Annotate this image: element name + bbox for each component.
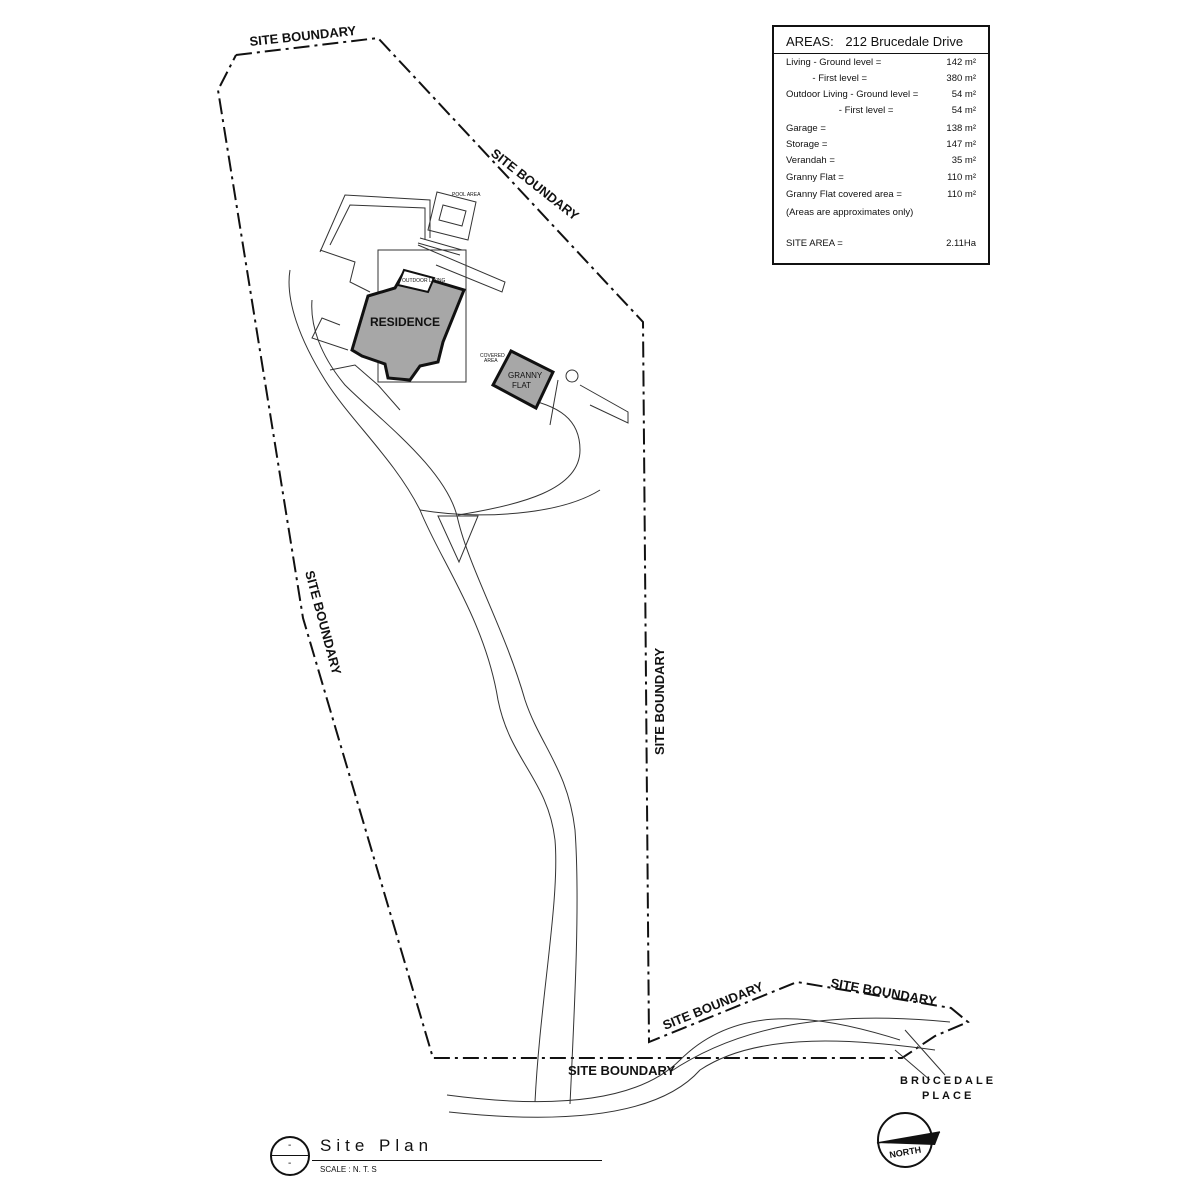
areas-heading: AREAS: xyxy=(786,34,834,49)
areas-row-label: Granny Flat covered area = xyxy=(786,189,902,200)
areas-row: Living - Ground level = 142 m² xyxy=(786,57,976,73)
areas-row: Outdoor Living - Ground level = 54 m² xyxy=(786,89,976,105)
outdoor-living-label: OUTDOOR LIVING xyxy=(402,278,445,284)
areas-row-value: 142 m² xyxy=(946,57,976,68)
granny-flat-label-2: FLAT xyxy=(512,381,531,390)
areas-row-value: 54 m² xyxy=(951,105,976,116)
site-area-row: SITE AREA = 2.11Ha xyxy=(786,238,976,249)
boundary-label-far-right: SITE BOUNDARY xyxy=(829,975,937,1008)
areas-row-label: Granny Flat = xyxy=(786,172,844,183)
site-area-value: 2.11Ha xyxy=(946,238,976,249)
boundary-label-right: SITE BOUNDARY xyxy=(652,648,667,755)
areas-row: Verandah = 35 m² xyxy=(786,155,976,171)
areas-row-value: 380 m² xyxy=(946,73,976,84)
boundary-label-left: SITE BOUNDARY xyxy=(302,569,344,677)
driveway xyxy=(288,269,951,1118)
areas-title-rule xyxy=(774,53,988,54)
areas-row-label: - First level = xyxy=(786,73,868,84)
covered-area-label-2: AREA xyxy=(484,358,498,364)
boundary-label-bottom: SITE BOUNDARY xyxy=(568,1063,675,1078)
areas-row-label: Outdoor Living - Ground level = xyxy=(786,89,919,100)
outdoor-living-area xyxy=(396,268,436,294)
granny-flat-building xyxy=(490,349,555,411)
site-boundary-line xyxy=(216,36,970,1059)
covered-area-label-1: COVERED xyxy=(480,353,505,359)
north-arrow: NORTH xyxy=(876,1112,941,1168)
pool-area xyxy=(417,191,477,256)
title-underline xyxy=(312,1160,602,1161)
areas-row-value: 110 m² xyxy=(947,189,976,200)
areas-row: Granny Flat = 110 m² xyxy=(786,172,976,188)
areas-title: AREAS: 212 Brucedale Drive xyxy=(786,34,963,49)
boundary-label-top: SITE BOUNDARY xyxy=(249,23,357,49)
areas-row-value: 138 m² xyxy=(946,123,976,134)
areas-row-label: - First level = xyxy=(786,105,894,116)
areas-row: - First level = 380 m² xyxy=(786,73,976,89)
residence-building xyxy=(350,270,467,382)
drawing-scale: SCALE : N. T. S xyxy=(320,1165,377,1174)
areas-row-value: 35 m² xyxy=(951,155,976,166)
areas-row: - First level = 54 m² xyxy=(786,105,976,121)
areas-row-label: Living - Ground level = xyxy=(786,57,882,68)
detail-divider xyxy=(272,1155,308,1156)
granny-flat-label-1: GRANNY xyxy=(508,371,543,380)
drawing-title: Site Plan xyxy=(320,1136,434,1155)
areas-row-value: 54 m² xyxy=(951,89,976,100)
detail-reference-circle: - - xyxy=(270,1136,310,1176)
boundary-label-diagonal: SITE BOUNDARY xyxy=(488,146,582,224)
street-name-line-1: BRUCEDALE xyxy=(900,1075,996,1087)
detail-number-top: - xyxy=(288,1140,292,1151)
residence-label: RESIDENCE xyxy=(370,315,440,329)
site-area-label: SITE AREA = xyxy=(786,238,843,249)
areas-note: (Areas are approximates only) xyxy=(786,207,914,218)
areas-row: Storage = 147 m² xyxy=(786,139,976,155)
areas-row-label: Storage = xyxy=(786,139,828,150)
areas-table: AREAS: 212 Brucedale Drive Living - Grou… xyxy=(772,25,990,265)
areas-address: 212 Brucedale Drive xyxy=(845,34,964,49)
areas-row-value: 110 m² xyxy=(947,172,976,183)
residence-site-works xyxy=(311,194,629,426)
areas-row-label: Verandah = xyxy=(786,155,835,166)
areas-row-label: Garage = xyxy=(786,123,826,134)
street-name-line-2: PLACE xyxy=(922,1090,974,1102)
areas-row: Granny Flat covered area = 110 m² xyxy=(786,189,976,205)
pool-area-label: POOL AREA xyxy=(452,192,481,198)
boundary-label-lower-right: SITE BOUNDARY xyxy=(661,979,766,1033)
drawing-title-block: - - Site Plan SCALE : N. T. S xyxy=(268,1132,608,1182)
detail-number-bottom: - xyxy=(288,1158,292,1169)
areas-row: Garage = 138 m² xyxy=(786,123,976,139)
areas-row-value: 147 m² xyxy=(946,139,976,150)
